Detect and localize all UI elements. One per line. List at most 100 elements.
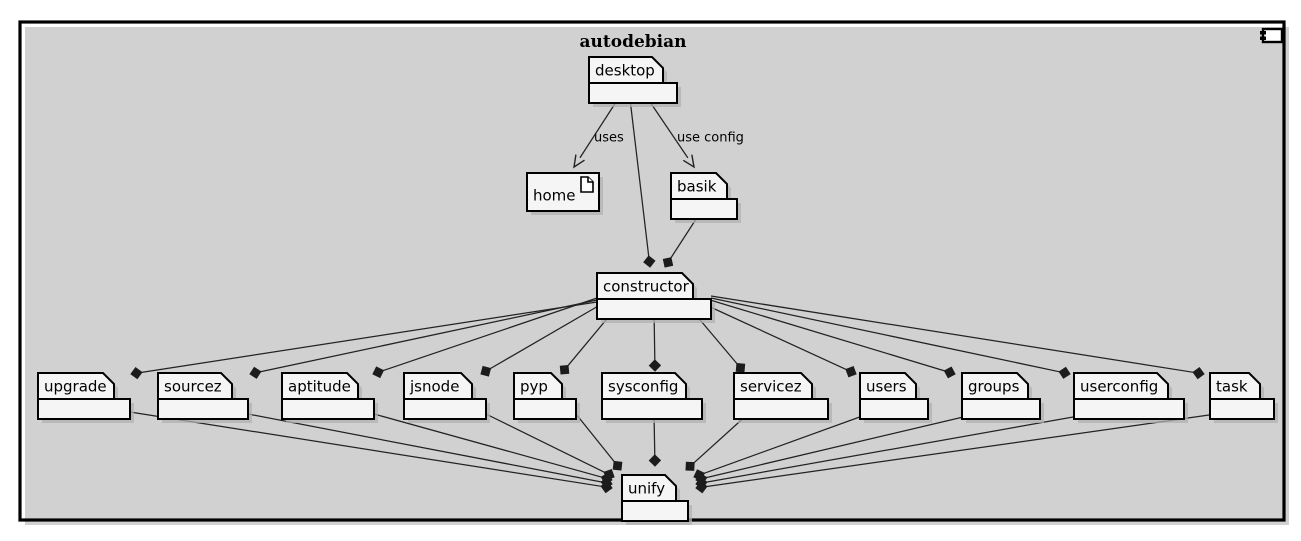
edge-line — [705, 413, 1091, 483]
node-label-servicez: servicez — [740, 378, 802, 396]
node-body — [670, 198, 738, 220]
node-body — [588, 82, 678, 104]
node-label-sysconfig: sysconfig — [608, 378, 678, 396]
node-body — [596, 298, 712, 320]
edge-line — [705, 413, 977, 479]
node-unify[interactable]: unify — [621, 474, 692, 525]
node-label-groups: groups — [968, 378, 1020, 396]
node-body — [37, 398, 131, 420]
edge-pyp-to-unify — [575, 413, 623, 471]
node-label-userconfig: userconfig — [1080, 378, 1158, 396]
node-tab — [157, 372, 233, 400]
node-aptitude[interactable]: aptitude — [281, 372, 378, 423]
node-label-pyp: pyp — [520, 378, 548, 396]
node-body — [601, 398, 703, 420]
edge-layer: uses use config — [129, 98, 1217, 494]
edge-line — [489, 304, 601, 370]
edge-desktop-to-constructor — [629, 98, 656, 268]
edge-desktop-to-home: uses — [573, 98, 624, 169]
node-tab — [601, 372, 687, 400]
edge-line — [575, 413, 616, 463]
edge-line — [579, 98, 619, 159]
node-body — [281, 398, 375, 420]
edge-line — [705, 413, 1217, 488]
node-label-upgrade: upgrade — [44, 378, 107, 396]
composition-diamond — [943, 366, 956, 379]
composition-diamond — [480, 365, 492, 377]
node-tab — [859, 372, 917, 400]
open-arrowhead — [573, 154, 585, 169]
node-tab — [513, 372, 563, 400]
node-jsnode[interactable]: jsnode — [403, 372, 490, 423]
edge-line — [709, 299, 946, 372]
edge-line — [647, 98, 689, 159]
edge-line — [710, 297, 1061, 373]
node-tab — [733, 372, 813, 400]
node-userconfig[interactable]: userconfig — [1073, 372, 1188, 423]
edge-line — [373, 413, 603, 478]
node-body — [403, 398, 487, 420]
node-body — [961, 398, 1041, 420]
edge-line — [485, 413, 606, 474]
node-body — [621, 500, 689, 522]
node-basik[interactable]: basik — [670, 172, 741, 223]
node-sourcez[interactable]: sourcez — [157, 372, 252, 423]
node-tab — [37, 372, 115, 400]
node-tab — [621, 474, 677, 502]
edge-line — [703, 413, 869, 475]
node-label-task: task — [1216, 378, 1248, 396]
node-task[interactable]: task — [1209, 372, 1278, 423]
node-label-sourcez: sourcez — [164, 378, 222, 396]
node-label-jsnode: jsnode — [409, 378, 459, 396]
node-layer: desktop home basik constructor upgrade source… — [37, 56, 1278, 525]
composition-diamond — [372, 366, 385, 379]
node-sysconfig[interactable]: sysconfig — [601, 372, 706, 423]
edge-line — [259, 299, 598, 373]
node-body — [733, 398, 829, 420]
edge-desktop-to-basik: use config — [647, 98, 744, 169]
node-label-basik: basik — [677, 178, 717, 196]
edge-line — [382, 297, 598, 372]
node-desktop[interactable]: desktop — [588, 56, 681, 107]
edge-task-to-unify — [695, 413, 1217, 494]
composition-diamond — [603, 469, 615, 481]
edge-jsnode-to-unify — [485, 413, 615, 481]
title-layer: autodebian — [580, 32, 687, 52]
node-tab — [1073, 372, 1169, 400]
node-tab — [1209, 372, 1261, 400]
node-label-aptitude: aptitude — [288, 378, 351, 396]
node-servicez[interactable]: servicez — [733, 372, 832, 423]
edge-constructor-to-sourcez — [249, 299, 598, 379]
node-body — [1073, 398, 1185, 420]
node-label-desktop: desktop — [595, 62, 655, 80]
edge-line — [705, 304, 848, 371]
edge-label: uses — [594, 131, 624, 146]
node-body — [513, 398, 577, 420]
edge-constructor-to-upgrade — [130, 301, 598, 380]
node-tab — [281, 372, 359, 400]
composition-diamond — [1058, 366, 1071, 379]
node-pyp[interactable]: pyp — [513, 372, 580, 423]
composition-diamond — [648, 454, 662, 467]
edge-constructor-to-aptitude — [372, 297, 598, 379]
composition-diamond — [612, 460, 623, 471]
composition-diamond — [845, 366, 857, 378]
edge-line — [710, 295, 1195, 374]
edge-constructor-to-userconfig — [710, 297, 1071, 379]
node-tab — [596, 272, 694, 300]
node-tab — [670, 172, 728, 200]
document-icon — [580, 176, 594, 193]
node-users[interactable]: users — [859, 372, 932, 423]
node-label-constructor: constructor — [603, 278, 690, 296]
node-home[interactable]: home — [526, 172, 603, 215]
composition-diamond — [695, 481, 708, 494]
node-constructor[interactable]: constructor — [596, 272, 715, 323]
node-upgrade[interactable]: upgrade — [37, 372, 134, 423]
edge-line — [629, 98, 650, 258]
node-groups[interactable]: groups — [961, 372, 1044, 423]
node-label-home: home — [533, 187, 576, 205]
composition-diamond — [648, 359, 662, 372]
composition-diamond — [559, 365, 570, 375]
